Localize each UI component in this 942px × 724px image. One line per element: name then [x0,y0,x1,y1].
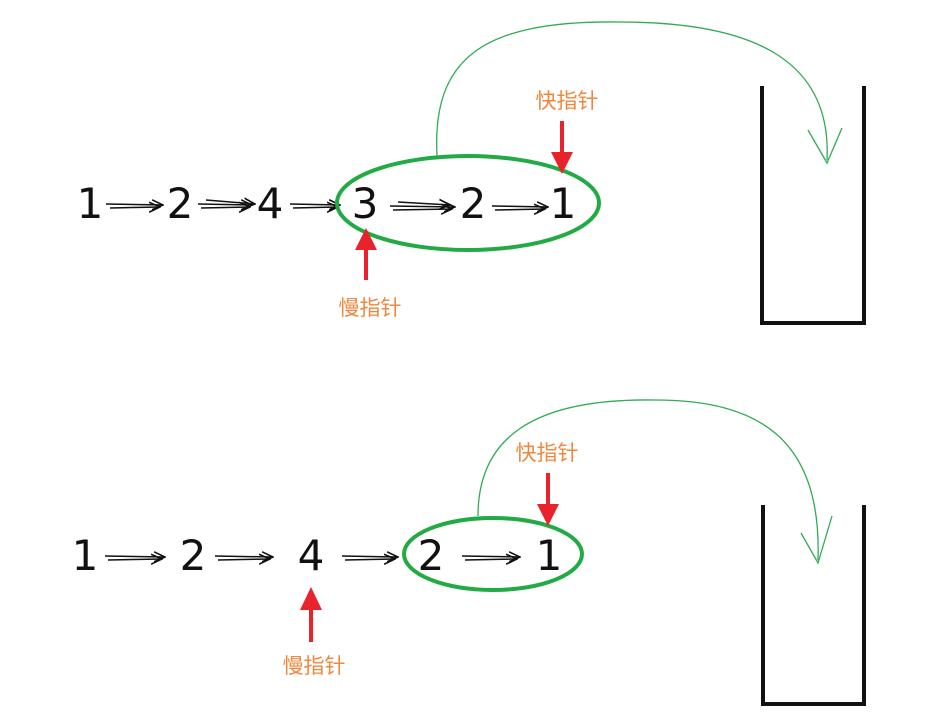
bottom-diagram: 1 2 4 2 1 快指针 [72,399,866,706]
top-link-arrow-3 [289,204,340,208]
bottom-node-5: 1 [536,531,563,580]
top-link-arrow-5 [491,206,548,210]
top-stack [760,86,866,325]
bottom-fast-pointer-arrow [537,473,559,526]
top-link-arrow-4 [389,202,455,210]
bottom-node-2: 2 [180,531,207,580]
bottom-node-4: 2 [418,531,445,580]
top-push-curve-arrowhead [807,127,843,165]
bottom-link-arrow-4 [461,556,520,560]
top-link-arrow-1 [105,204,163,208]
top-node-5: 2 [460,179,487,228]
bottom-link-arrow-1 [104,556,165,560]
top-node-2: 2 [167,179,194,228]
bottom-second-half-ellipse [402,516,584,592]
bottom-fast-pointer-label: 快指针 [516,441,579,465]
top-second-half-ellipse [335,154,601,252]
top-diagram: 1 2 4 3 2 1 [77,21,866,325]
bottom-stack [761,505,866,706]
top-link-arrow-2 [197,200,255,208]
top-node-3: 4 [257,179,284,228]
bottom-link-arrow-2 [214,556,273,560]
top-node-1: 1 [77,179,104,228]
bottom-push-curve-arrowhead [800,515,833,565]
top-slow-pointer-arrow [355,228,377,280]
bottom-node-1: 1 [72,531,99,580]
top-push-curve [436,21,828,161]
top-node-4: 3 [352,179,379,228]
top-node-6: 1 [550,179,577,228]
top-slow-pointer-label: 慢指针 [339,296,402,320]
top-fast-pointer-label: 快指针 [536,89,599,113]
bottom-push-curve [477,399,819,561]
bottom-slow-pointer-label: 慢指针 [283,654,346,678]
bottom-link-arrow-3 [341,556,398,560]
bottom-slow-pointer-arrow [300,587,322,642]
top-fast-pointer-arrow [551,121,573,174]
bottom-node-3: 4 [298,531,325,580]
